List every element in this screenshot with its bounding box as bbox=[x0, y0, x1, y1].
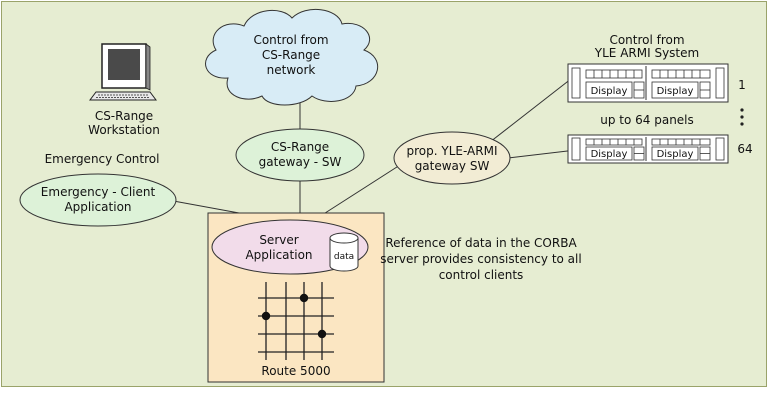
server-label-line2: Application bbox=[245, 248, 312, 262]
database-icon bbox=[329, 232, 359, 272]
note-line2: server provides consistency to all bbox=[380, 252, 581, 266]
emergency-title: Emergency Control bbox=[45, 152, 160, 166]
line-ylegateway-panel-top bbox=[489, 74, 577, 143]
server-label-line1: Server bbox=[259, 233, 298, 247]
yle-gateway-line2: gateway SW bbox=[415, 159, 490, 173]
workstation-label-line1: CS-Range bbox=[95, 109, 153, 123]
control-panel-64 bbox=[567, 134, 729, 164]
note-line1: Reference of data in the CORBA bbox=[385, 236, 577, 250]
router-label: Route 5000 bbox=[261, 364, 330, 378]
cs-gateway-line2: gateway - SW bbox=[259, 155, 342, 169]
line-ylegateway-panel-bottom bbox=[507, 149, 577, 159]
emergency-client-ellipse bbox=[19, 173, 177, 227]
panel64-display-left: Display bbox=[591, 149, 628, 160]
emergency-label-line2: Application bbox=[64, 200, 131, 214]
panels-middle-text: up to 64 panels bbox=[600, 113, 694, 127]
cloud-label-line1: Control from bbox=[253, 33, 328, 47]
server-ellipse bbox=[211, 219, 369, 275]
emergency-label-line1: Emergency - Client bbox=[41, 185, 156, 199]
workstation-label-line2: Workstation bbox=[88, 123, 160, 137]
yle-title-line1: Control from bbox=[609, 33, 684, 47]
workstation-icon bbox=[89, 43, 157, 101]
panel-index-first: 1 bbox=[738, 78, 746, 92]
yle-gateway-ellipse bbox=[393, 131, 511, 185]
cloud-label-line2: CS-Range bbox=[262, 48, 320, 62]
yle-gateway-line1: prop. YLE-ARMI bbox=[407, 144, 498, 158]
panel1-display-right: Display bbox=[657, 86, 694, 97]
line-ylegateway-server bbox=[321, 164, 401, 216]
note-line3: control clients bbox=[439, 268, 524, 282]
panel1-display-left: Display bbox=[591, 86, 628, 97]
cs-gateway-line1: CS-Range bbox=[271, 140, 329, 154]
ellipsis-dots bbox=[740, 108, 744, 126]
cloud-label-line3: network bbox=[267, 63, 316, 77]
control-panel-1 bbox=[567, 63, 729, 103]
crosspoints bbox=[261, 293, 327, 339]
panel64-display-right: Display bbox=[657, 149, 694, 160]
cs-gateway-ellipse bbox=[235, 128, 365, 182]
yle-title-line2: YLE ARMI System bbox=[594, 46, 699, 60]
panel-index-last: 64 bbox=[737, 142, 752, 156]
database-label: data bbox=[334, 252, 354, 262]
cloud-shape bbox=[205, 8, 379, 106]
